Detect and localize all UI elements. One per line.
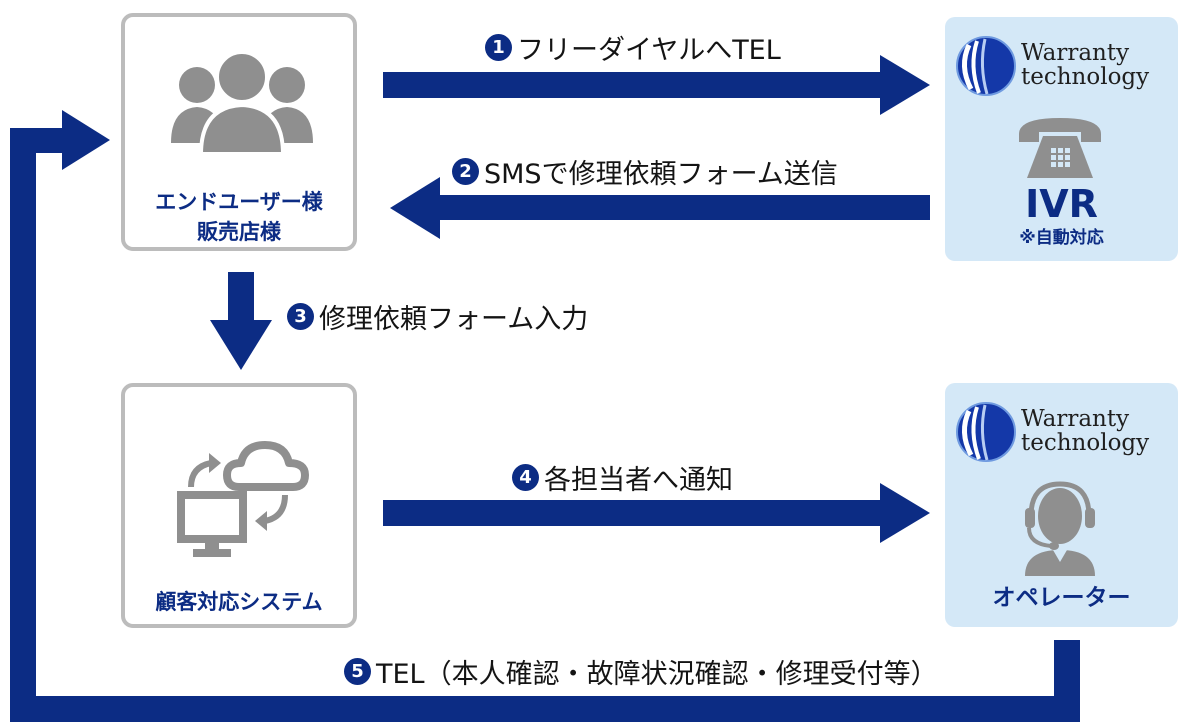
step-1-label: 1 フリーダイヤルへTEL [485, 28, 781, 67]
telephone-icon [1019, 118, 1101, 178]
step-1-number-badge: 1 [485, 34, 512, 61]
arrow-step-4 [383, 483, 930, 543]
step-2-number-badge: 2 [452, 158, 479, 185]
operator-panel: Warranty technology オペレーター [945, 383, 1178, 627]
step-4-text: 各担当者へ通知 [544, 465, 733, 496]
headset-operator-icon [1025, 481, 1095, 576]
step-2-text: SMSで修理依頼フォーム送信 [484, 159, 838, 190]
step-5-number-badge: 5 [344, 658, 371, 685]
cloud-computer-sync-icon [177, 441, 309, 557]
logo-text-line1: Warranty [1021, 40, 1130, 66]
logo-mark-icon [956, 402, 1016, 462]
step-4-number-badge: 4 [512, 464, 539, 491]
users-icon [171, 51, 313, 156]
step-3-label: 3 修理依頼フォーム入力 [287, 297, 588, 336]
step-2-label: 2 SMSで修理依頼フォーム送信 [452, 152, 838, 191]
logo-text-line1: Warranty [1021, 406, 1130, 432]
step-3-number-badge: 3 [287, 303, 314, 330]
ivr-panel: Warranty technology IVR ※自動対応 [945, 17, 1178, 261]
ivr-note: ※自動対応 [1019, 228, 1104, 248]
step-4-label: 4 各担当者へ通知 [512, 458, 733, 497]
customer-label-line1: エンドユーザー様 [155, 190, 323, 214]
system-label: 顧客対応システム [155, 590, 323, 614]
ivr-title: IVR [1025, 182, 1098, 226]
step-5-label: 5 TEL（本人確認・故障状況確認・修理受付等） [344, 652, 938, 691]
customer-box: エンドユーザー様 販売店様 [121, 13, 357, 251]
system-box: 顧客対応システム [121, 383, 357, 628]
warranty-technology-logo: Warranty technology [955, 397, 1178, 467]
step-3-text: 修理依頼フォーム入力 [319, 304, 589, 335]
customer-label-line2: 販売店様 [197, 220, 281, 244]
step-5-text: TEL（本人確認・故障状況確認・修理受付等） [376, 659, 938, 690]
step-1-text: フリーダイヤルへTEL [517, 35, 781, 66]
arrow-step-2 [390, 177, 930, 239]
logo-text-line2: technology [1021, 430, 1150, 456]
arrow-step-1 [383, 55, 930, 115]
arrow-step-5 [10, 110, 1080, 722]
arrow-step-3 [210, 272, 272, 370]
warranty-technology-logo: Warranty technology [955, 31, 1178, 101]
logo-mark-icon [956, 36, 1016, 96]
logo-text-line2: technology [1021, 64, 1150, 90]
operator-label: オペレーター [992, 585, 1131, 611]
